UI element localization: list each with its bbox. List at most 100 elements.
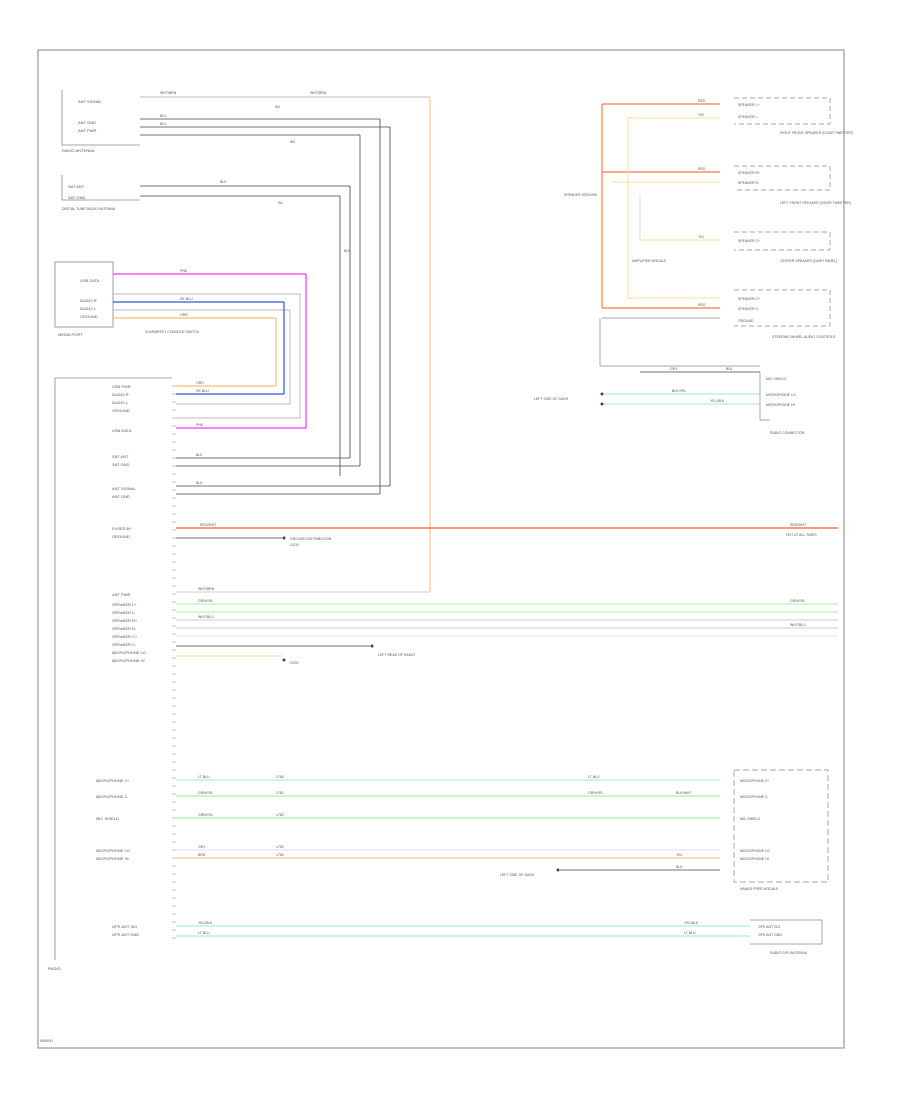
radio-pin-audio-l: AUDIO L: [112, 400, 129, 405]
radio-pin-gps-gnd: GPS ANT GND: [112, 932, 139, 937]
hands-free-block: LEFT SIDE OF DASH LT BLU GRN/YEL GRN/YEL…: [176, 769, 829, 891]
wire-label: GRN/YEL: [198, 791, 213, 795]
antenna-pin-label: ANT SIGNAL: [78, 99, 102, 104]
wire-label: RED/WHT: [200, 523, 217, 527]
wire-label: BLK: [220, 180, 227, 184]
spk-pin-label: GROUND: [738, 319, 754, 323]
wire-label: GRN/YEL: [198, 813, 213, 817]
wire-label: YEL: [698, 113, 705, 117]
wire-label: GRN/YEL: [790, 599, 805, 603]
port-pin-label: AUDIO L: [80, 306, 97, 311]
gps-pin-label: GPS ANT GND: [758, 933, 782, 937]
radio-pin-ground-2: GROUND: [112, 534, 130, 539]
circuit-code: 1780: [276, 775, 284, 779]
radio-wires: ORG DK BLU PNK BLK BLK RED/WHT RED/WHT H…: [176, 381, 838, 665]
wire-label: BLK/YEL: [672, 389, 686, 393]
wire-label: YEL: [676, 853, 683, 857]
center-speaker-label: CENTER SPEAKER (DASH PANEL): [780, 259, 837, 263]
hf-pin-label: MICROPHONE 2+: [740, 779, 769, 783]
diagram-frame: [37, 49, 845, 1049]
left-front-speaker-label: LEFT FRONT SPEAKER (DOOR TWEETER): [780, 201, 851, 205]
radio-pin-mic2-neg: MICROPHONE 2-: [96, 794, 129, 799]
mic-connector-block: BLK/YEL YEL/BLK LEFT SIDE OF DASH MIC SH…: [534, 372, 805, 435]
spk-pin-label: SPEAKER L+: [738, 103, 760, 107]
radio-pin-spk-r-pos: SPEAKER R+: [112, 618, 138, 623]
wire-label: LT BLU: [198, 775, 210, 779]
port-sub-label: IN ARMREST CONSOLE SWITCH: [145, 330, 200, 334]
wire-label: YEL/BLK: [710, 399, 725, 403]
radio-pin-spk-r-neg: SPEAKER R-: [112, 626, 137, 631]
wire-label: YEL: [698, 235, 705, 239]
wire-label: WHT/BRN: [310, 91, 327, 95]
steering-control-label: STEERING WHEEL AUDIO CONTROLS: [772, 335, 836, 339]
radio-antenna-label: RADIO ANTENNA: [62, 148, 95, 153]
radio-pin-fused-b: FUSED B+: [112, 526, 132, 531]
wire-label: RED/WHT: [790, 523, 807, 527]
radio-pin-stubs: [172, 385, 176, 939]
radio-pin-ant-gnd: ANT GND: [112, 494, 130, 499]
wire-label: LT BLU: [684, 931, 696, 935]
wire-label: BLK: [160, 122, 167, 126]
note-battery: HOT AT ALL TIMES: [786, 533, 817, 537]
note-speaker-ground: SPEAKER GROUND: [564, 193, 598, 197]
wire-label: LT BLU: [588, 775, 600, 779]
wire-label: BLK: [726, 367, 733, 371]
wire-label: GRY: [198, 845, 206, 849]
media-port-label: MEDIA PORT: [58, 332, 83, 337]
spk-pin-label: SPEAKER R-: [738, 181, 760, 185]
wire-label: DK BLU: [180, 297, 193, 301]
hf-pin-label: MICROPHONE HI: [740, 857, 769, 861]
gps-block: YEL/BLK LT BLU YEL/BLK LT BLU GPS ANT SI…: [176, 919, 823, 955]
radio-pin-spk-c-pos: SPEAKER C+: [112, 634, 138, 639]
gps-antenna-label: RADIO GPS ANTENNA: [770, 951, 808, 955]
radio-pin-ground: GROUND: [112, 408, 130, 413]
radio-pin-mic-hi: MICROPHONE HI: [112, 658, 145, 663]
wire-label: YEL/BLK: [684, 921, 699, 925]
wire-label: YEL/BLK: [198, 921, 213, 925]
circuit-code: 1782: [276, 813, 284, 817]
radio-pin-spk-l-pos: SPEAKER L+: [112, 602, 137, 607]
circuit-code: 1784: [276, 853, 284, 857]
spk-pin-label: SPEAKER C+: [738, 297, 760, 301]
spk-pin-label: SPEAKER R+: [738, 171, 760, 175]
hf-pin-label: MIC SHIELD: [740, 817, 761, 821]
radio-pin-mic-lo: MICROPHONE LO: [112, 650, 146, 655]
spk-pin-label: SPEAKER C-: [738, 307, 760, 311]
radio-pin-mic-lo-2: MICROPHONE LO: [96, 848, 130, 853]
radio-pin-spk-c-neg: SPEAKER C-: [112, 642, 137, 647]
hands-free-module-label: HANDS FREE MODULE: [740, 887, 779, 891]
radio-connector-block: RADIO USB PWR AUDIO R AUDIO L GROUND USB…: [48, 377, 172, 971]
radio-pin-usb-data: USB DATA: [112, 428, 132, 433]
wire-label: BLK: [344, 249, 351, 253]
circuit-code: 1783: [276, 845, 284, 849]
mic-pin-label: MICROPHONE HI: [766, 403, 795, 407]
wire-label: WHT/BRN: [198, 587, 215, 591]
hf-pin-label: MICROPHONE 2-: [740, 795, 769, 799]
wire-label: WHT/BRN: [160, 91, 177, 95]
spk-pin-label: SPEAKER C+: [738, 239, 760, 243]
wire-label: BRN: [198, 853, 206, 857]
satellite-antenna-block: SAT ANT SAT GND DIGITAL TUNE RADIO ANTEN…: [61, 175, 350, 211]
wire-label: WHT/BLU: [198, 615, 214, 619]
radio-pin-mic-shield: MIC SHIELD: [96, 816, 119, 821]
wire-label: BLK: [676, 865, 683, 869]
gps-pin-label: GPS ANT SIG: [758, 925, 780, 929]
wire-label: RED: [698, 99, 706, 103]
port-pin-label: USB DATA: [80, 278, 100, 283]
radio-pin-audio-r: AUDIO R: [112, 392, 129, 397]
antenna-pin-label: ANT PWR: [78, 128, 96, 133]
sat-pin-label: SAT GND: [68, 195, 86, 200]
radio-connector-label: RADIO CONNECTOR: [770, 431, 805, 435]
antenna-pin-label: ANT GND: [78, 120, 96, 125]
wire-label: RED: [698, 167, 706, 171]
mic-pin-label: MICROPHONE LO: [766, 393, 796, 397]
wire-label: BLK/WHT: [676, 791, 692, 795]
circuit-code: G200: [290, 661, 299, 665]
port-pin-label: GROUND: [80, 314, 98, 319]
wire-label: BLK: [196, 481, 203, 485]
wire-label: ORG: [180, 313, 188, 317]
wire-label: PNK: [196, 423, 204, 427]
wire-label: RED: [698, 303, 706, 307]
circuit-code: 1781: [276, 791, 284, 795]
